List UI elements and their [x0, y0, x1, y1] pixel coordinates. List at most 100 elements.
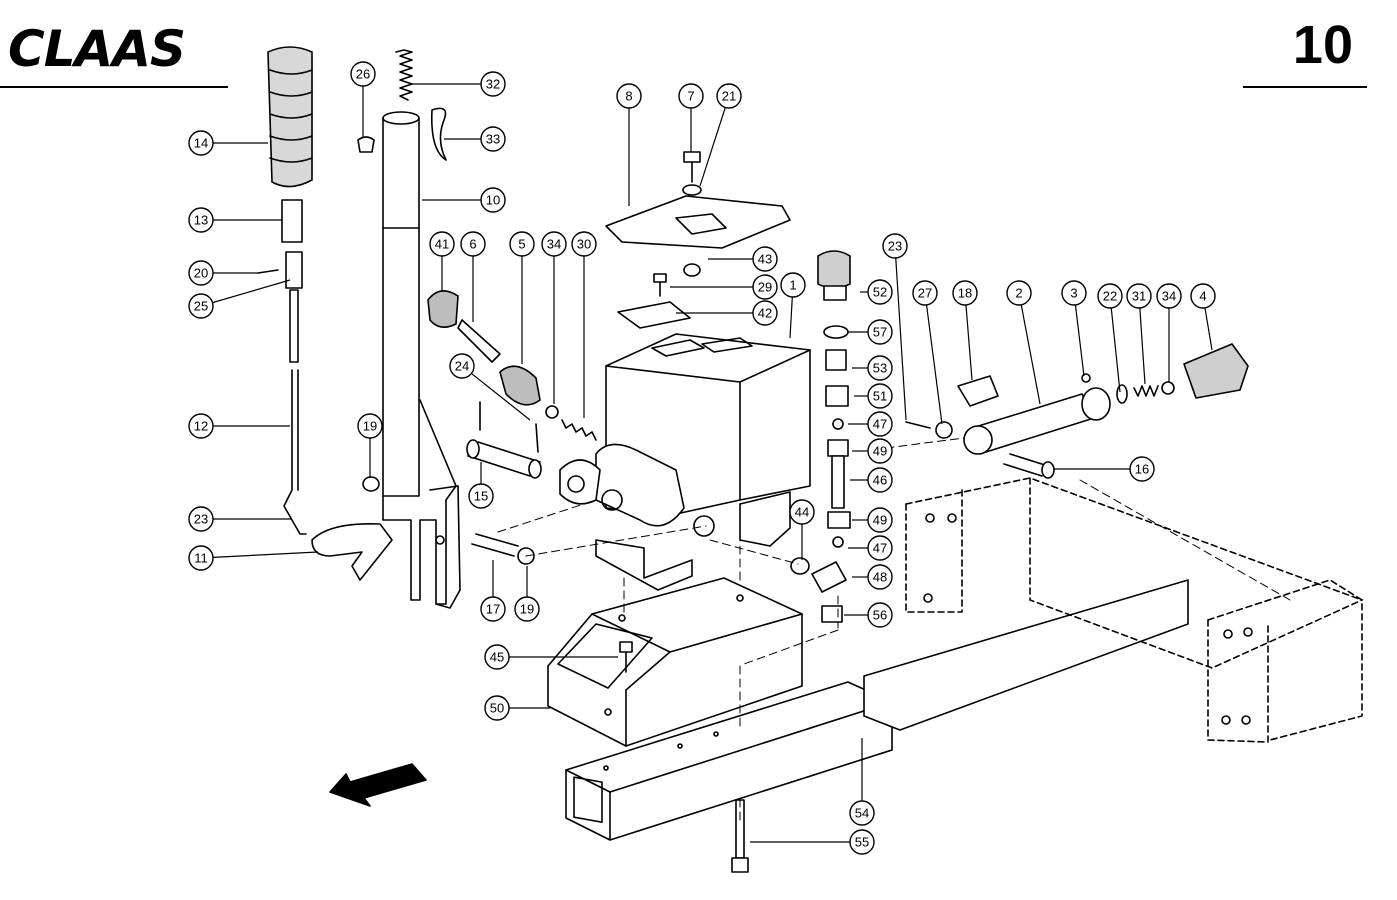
callout-circle: [867, 467, 893, 493]
callout-number: 15: [474, 489, 488, 504]
callout-leader: [789, 296, 793, 339]
bolt-55: [735, 799, 745, 859]
callout-circle: [867, 507, 893, 533]
callout-number: 23: [194, 512, 208, 527]
callout-leader: [1204, 307, 1213, 351]
nut-51: [825, 385, 849, 407]
callout-number: 52: [873, 285, 887, 300]
callout-number: 57: [873, 325, 887, 340]
callout-number: 50: [490, 701, 504, 716]
callout-55: 55: [750, 829, 875, 855]
callout-circle: [188, 506, 214, 532]
callout-circle: [460, 231, 486, 257]
clip: [430, 107, 447, 161]
callout-number: 41: [435, 237, 449, 252]
bracket-42: [617, 301, 691, 329]
callout-circle: [867, 355, 893, 381]
bolt-45: [619, 641, 633, 673]
ball-34: [1161, 381, 1175, 395]
callout-29: 29: [670, 274, 778, 300]
callout-circle: [484, 644, 510, 670]
callout-16: 16: [1054, 456, 1155, 482]
callout-number: 3: [1070, 286, 1077, 301]
callout-circle: [1129, 456, 1155, 482]
callout-10: 10: [422, 187, 506, 213]
spring: [395, 49, 413, 101]
callout-circle: [752, 274, 778, 300]
callout-circle: [480, 126, 506, 152]
callout-14: 14: [188, 130, 268, 156]
callout-number: 6: [469, 237, 476, 252]
ball-3: [1081, 373, 1091, 383]
callout-number: 5: [518, 237, 525, 252]
plug-4: [1183, 343, 1249, 399]
callout-number: 8: [625, 89, 632, 104]
callout-30: 30: [571, 231, 597, 418]
callout-22: 22: [1097, 283, 1123, 393]
callout-leader: [925, 304, 943, 425]
callout-circle: [357, 413, 383, 439]
callout-circle: [752, 246, 778, 272]
callout-leader: [895, 257, 907, 421]
callout-19: 19: [357, 413, 383, 478]
callout-leader: [1074, 304, 1085, 377]
callout-18: 18: [952, 280, 978, 381]
callout-leader: [1110, 307, 1121, 393]
bolt-head: [683, 151, 701, 163]
callout-number: 53: [873, 361, 887, 376]
callout-circle: [616, 83, 642, 109]
control-rod: [283, 289, 307, 535]
handle-grip: [267, 46, 313, 188]
o-ring: [823, 325, 849, 339]
callout-number: 20: [194, 266, 208, 281]
split-pin-2: [535, 423, 539, 453]
callout-11: 11: [188, 545, 319, 571]
callout-circle: [188, 545, 214, 571]
callout-circle: [1097, 283, 1123, 309]
pipe-46: [831, 455, 845, 509]
callout-circle: [780, 272, 806, 298]
callout-circle: [188, 293, 214, 319]
callout-26: 26: [350, 61, 376, 138]
callout-number: 47: [873, 417, 887, 432]
callout-23b: 23: [882, 233, 908, 421]
callout-48: 48: [852, 564, 893, 590]
callout-number: 33: [486, 132, 500, 147]
callout-number: 42: [758, 306, 772, 321]
callout-circle: [480, 187, 506, 213]
callout-circle: [882, 233, 908, 259]
callout-number: 31: [1132, 289, 1146, 304]
callout-number: 16: [1135, 462, 1149, 477]
callout-number: 19: [363, 419, 377, 434]
callout-number: 11: [194, 551, 208, 566]
lever-tube: [382, 111, 461, 609]
valve-body: [499, 365, 541, 406]
callout-leader: [699, 107, 726, 187]
frame-bolt-holes: [923, 513, 1253, 725]
callout-leader: [965, 304, 973, 381]
callout-number: 26: [356, 67, 370, 82]
callout-number: 34: [1162, 289, 1176, 304]
callout-circle: [468, 483, 494, 509]
callout-45: 45: [484, 644, 618, 670]
pin: [257, 269, 279, 274]
callout-52: 52: [860, 279, 893, 305]
cover-plate: [605, 195, 791, 249]
callout-7: 7: [678, 83, 704, 152]
callout-number: 27: [918, 286, 932, 301]
ball-47b: [832, 536, 844, 548]
callout-1: 1: [780, 272, 806, 339]
callout-number: 55: [855, 835, 869, 850]
callout-circle: [789, 499, 815, 525]
valve-stem: [457, 319, 501, 363]
callout-number: 43: [758, 252, 772, 267]
callout-circle: [188, 413, 214, 439]
callout-23: 23: [188, 506, 292, 532]
nut-49b: [827, 511, 851, 529]
callout-number: 22: [1103, 289, 1117, 304]
callout-17: 17: [480, 560, 506, 622]
callout-number: 44: [795, 505, 809, 520]
callout-circle: [350, 61, 376, 87]
callout-number: 10: [486, 193, 500, 208]
